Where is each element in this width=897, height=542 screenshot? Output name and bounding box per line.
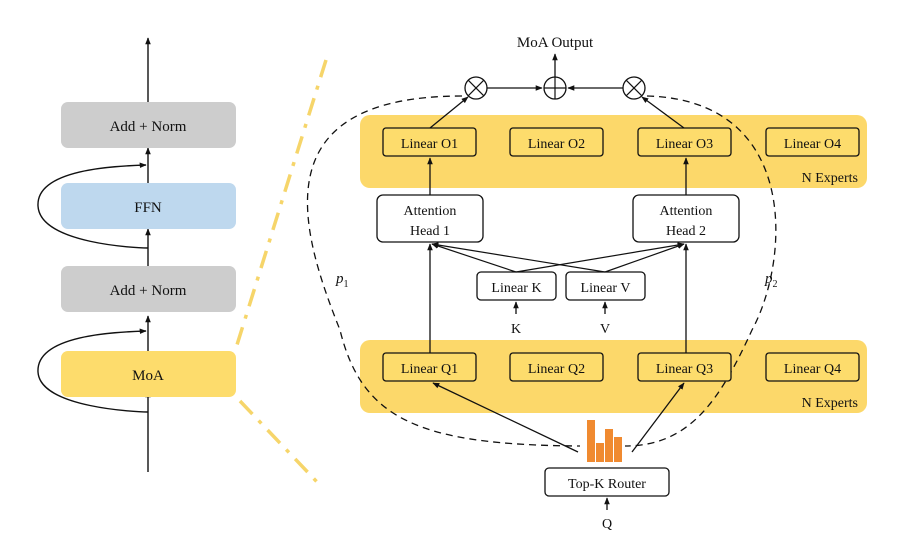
linear-v-label: Linear V — [581, 281, 631, 296]
query-expert-q2: Linear Q2 — [509, 352, 604, 382]
residual-loop-moa — [37, 328, 149, 413]
attention-head-1: Attention Head 1 — [376, 194, 484, 243]
linear-k-label: Linear K — [491, 281, 541, 296]
output-expert-o3: Linear O3 — [637, 127, 732, 157]
ffn-block — [61, 183, 236, 229]
arrow-v-to-head2 — [604, 243, 685, 273]
top-k-router-box: Top-K Router — [544, 467, 670, 497]
arrow-k-to-head2 — [515, 242, 685, 273]
moa-label: MoA — [132, 368, 164, 384]
add-norm-top-block — [61, 102, 236, 148]
moa-output-label: MoA Output — [517, 35, 594, 51]
output-experts-band — [360, 115, 867, 188]
add-norm-mid-label: Add + Norm — [110, 283, 187, 299]
bar-chart-icon — [587, 420, 622, 462]
query-expert-q1: Linear Q1 — [382, 352, 477, 382]
output-expert-o2-label: Linear O2 — [528, 137, 585, 152]
add-norm-mid-block — [61, 266, 236, 312]
zoom-divider-upper — [234, 59, 328, 349]
ffn-label: FFN — [134, 200, 162, 216]
attention-head-2: Attention Head 2 — [632, 194, 740, 243]
circled-times-icon — [622, 76, 646, 100]
output-expert-o3-label: Linear O3 — [656, 137, 713, 152]
query-expert-q4-label: Linear Q4 — [784, 362, 841, 377]
attention-head-1-line1: Attention — [404, 204, 457, 219]
query-experts-band — [360, 340, 867, 413]
output-expert-o1-label: Linear O1 — [401, 137, 458, 152]
query-expert-q4: Linear Q4 — [765, 352, 860, 382]
linear-v-box: Linear V — [565, 271, 646, 301]
query-expert-q3-label: Linear Q3 — [656, 362, 713, 377]
query-expert-q1-label: Linear Q1 — [401, 362, 458, 377]
output-expert-o4: Linear O4 — [765, 127, 860, 157]
query-experts-band-label: N Experts — [802, 396, 858, 411]
p1-label: p1 — [335, 271, 349, 290]
p2-label: p2 — [764, 271, 778, 290]
arrow-router-to-q1 — [432, 382, 579, 453]
query-expert-q2-label: Linear Q2 — [528, 362, 585, 377]
arrow-k-to-head1 — [431, 243, 517, 273]
linear-k-box: Linear K — [476, 271, 557, 301]
attention-head-2-line2: Head 2 — [666, 224, 706, 239]
transformer-block: Add + Norm FFN Add + Norm MoA — [37, 37, 236, 472]
residual-loop-ffn — [37, 162, 149, 249]
top-k-router-label: Top-K Router — [568, 477, 646, 492]
output-expert-o2: Linear O2 — [509, 127, 604, 157]
arrow-v-to-head1 — [431, 242, 606, 273]
query-expert-q3: Linear Q3 — [637, 352, 732, 382]
output-expert-o4-label: Linear O4 — [784, 137, 841, 152]
q-input-label: Q — [602, 517, 612, 532]
zoom-divider-lower — [238, 399, 320, 485]
v-input-label: V — [600, 322, 610, 337]
output-experts-band-label: N Experts — [802, 171, 858, 186]
circled-times-icon — [464, 76, 488, 100]
path-p1 — [306, 95, 581, 447]
moa-detail: N Experts N Experts Linear O1 Linear O2 … — [306, 35, 867, 532]
arrow-o1-to-mult1 — [429, 96, 469, 129]
arrow-o3-to-mult2 — [641, 96, 685, 129]
attention-head-2-line1: Attention — [660, 204, 713, 219]
path-p2 — [624, 95, 777, 447]
add-norm-top-label: Add + Norm — [110, 119, 187, 135]
k-input-label: K — [511, 322, 521, 337]
moa-block — [61, 351, 236, 397]
circled-plus-icon — [543, 76, 567, 100]
arrow-router-to-q3 — [631, 382, 685, 453]
attention-head-1-line2: Head 1 — [410, 224, 450, 239]
output-expert-o1: Linear O1 — [382, 127, 477, 157]
